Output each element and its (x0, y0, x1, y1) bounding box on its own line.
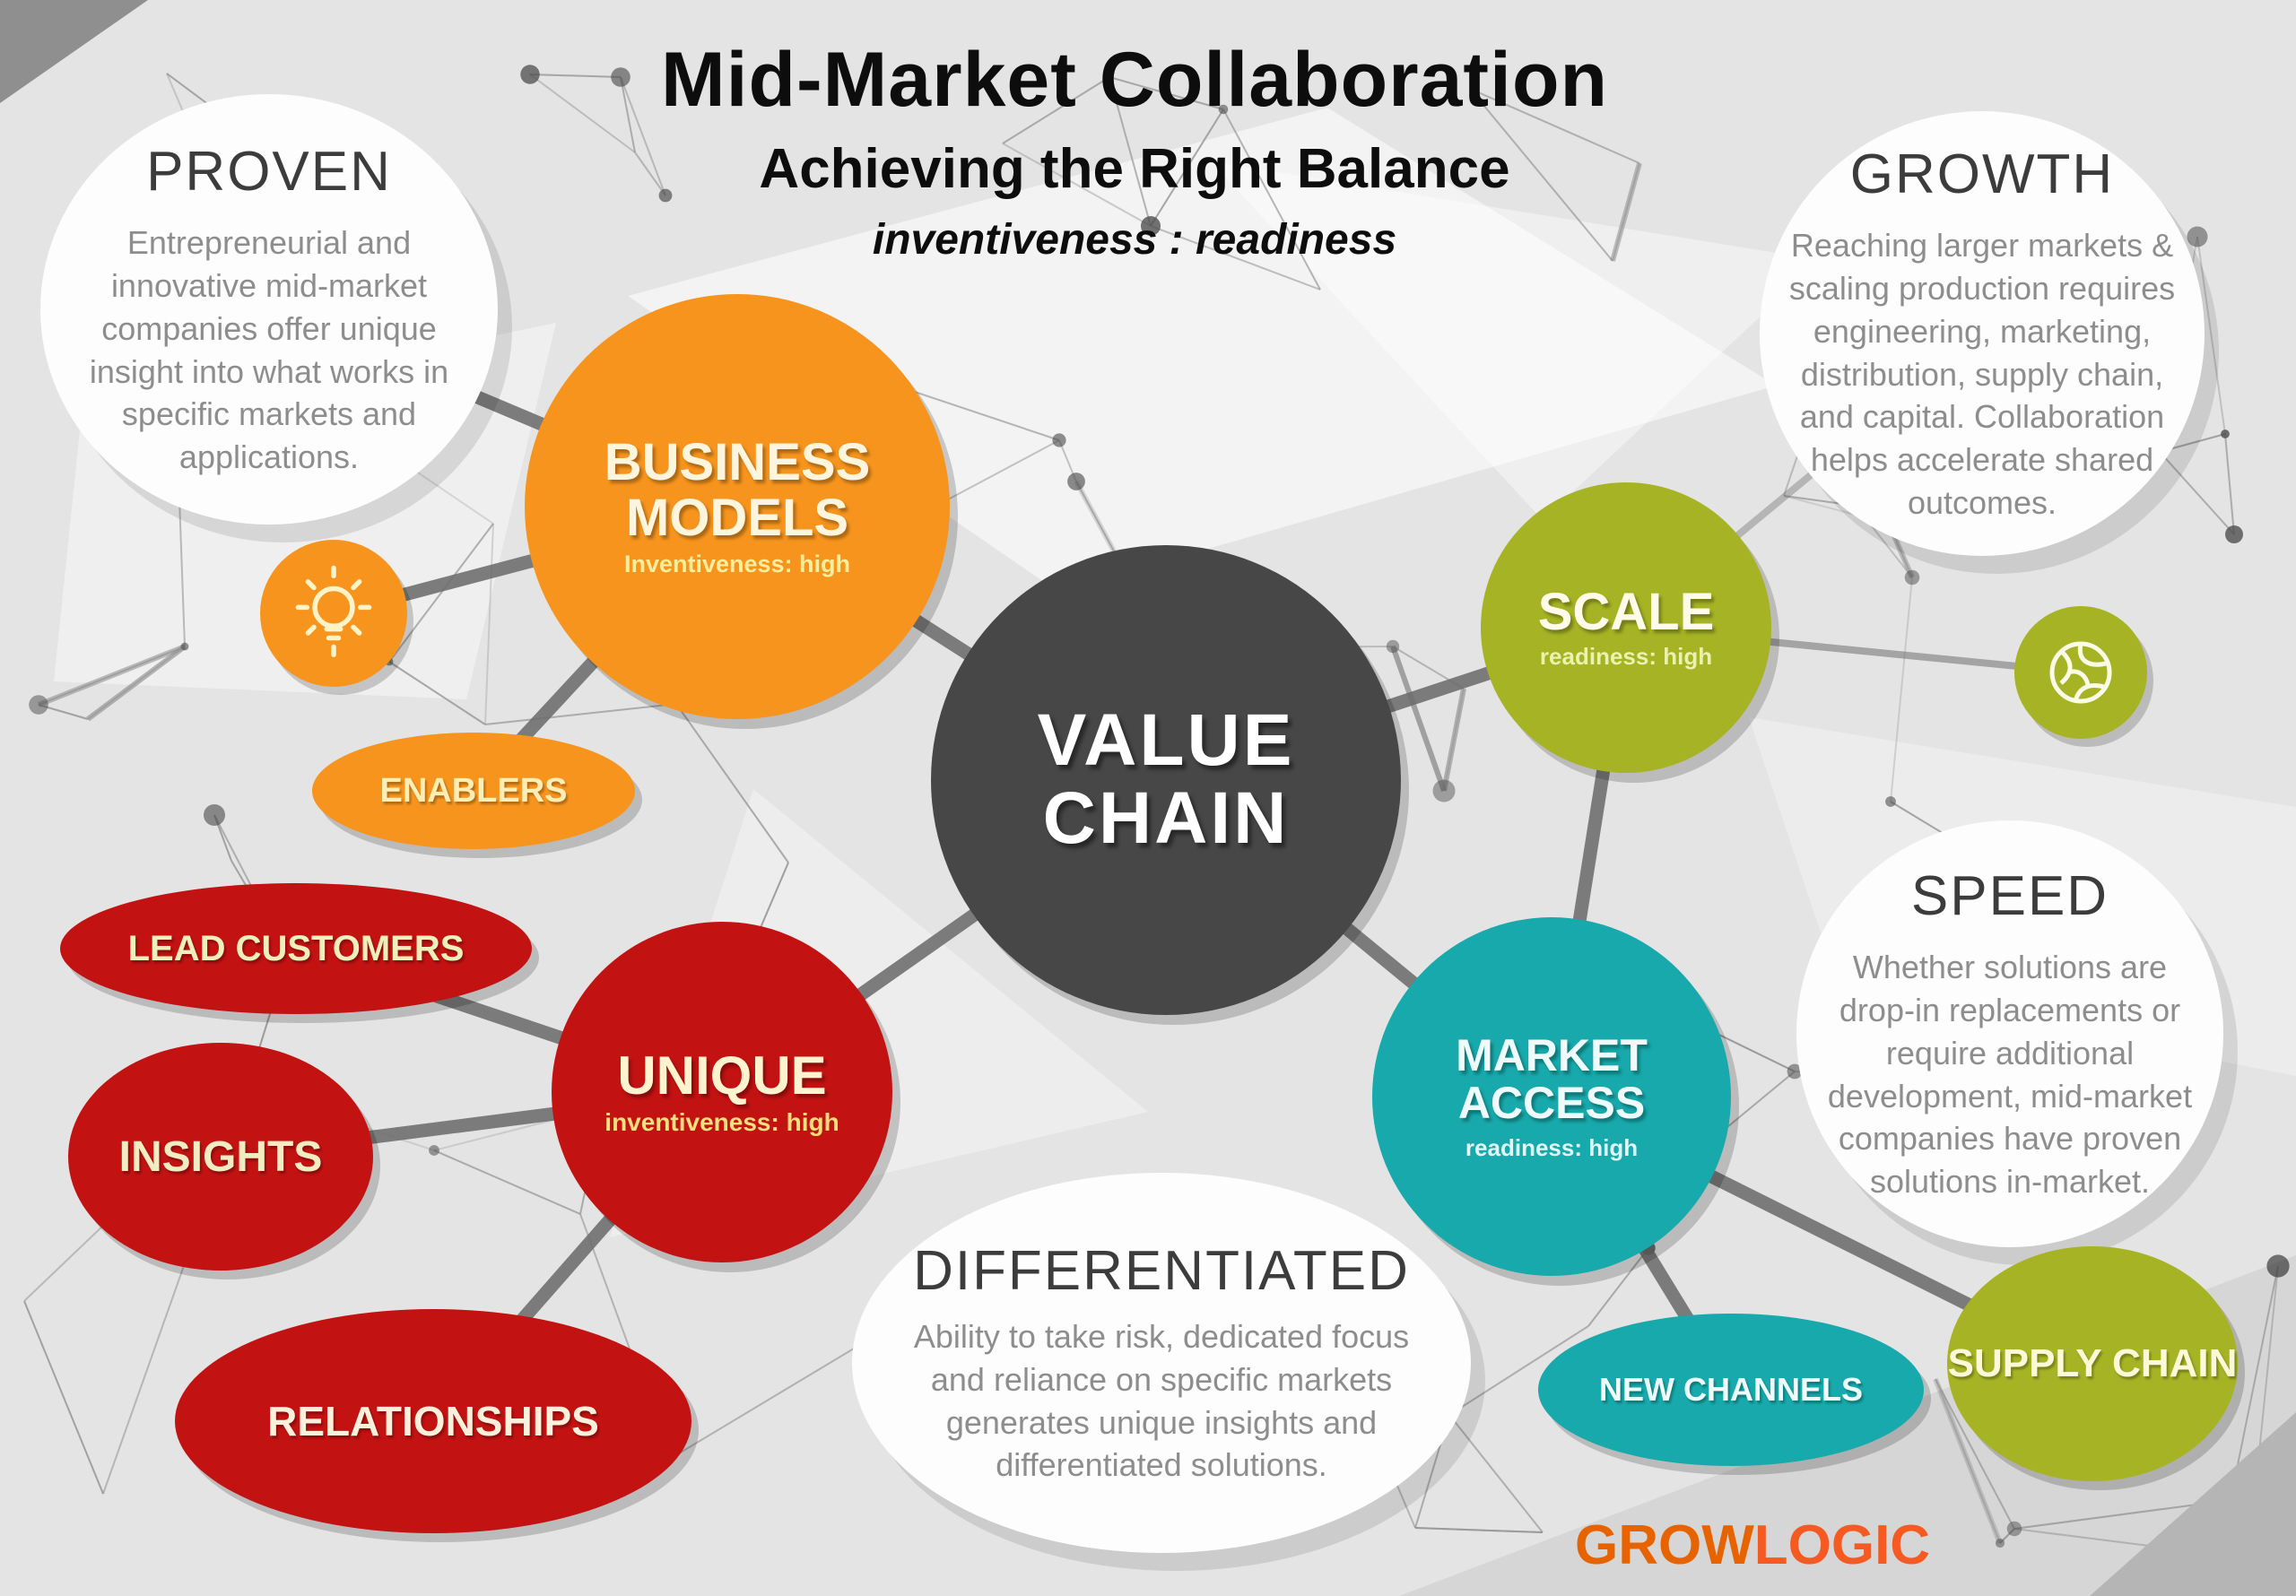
globe-badge (2014, 606, 2147, 739)
proven-body: Entrepreneurial and innovative mid-marke… (89, 223, 449, 476)
corner-wedge (2090, 1412, 2296, 1596)
pill-supply-chain: SUPPLY CHAIN (1947, 1246, 2238, 1481)
new-channels-label: NEW CHANNELS (1599, 1371, 1863, 1408)
lead-customers-label: LEAD CUSTOMERS (127, 928, 465, 968)
differentiated-title: DIFFERENTIATED (913, 1239, 1410, 1302)
market-access-subtitle: readiness: high (1465, 1133, 1639, 1161)
bubble-differentiated: DIFFERENTIATED Ability to take risk, ded… (852, 1173, 1471, 1553)
bubble-scale: SCALE readiness: high (1481, 482, 1771, 773)
globe-icon (2049, 641, 2112, 704)
logo-grow: GROW (1575, 1514, 1754, 1576)
pill-relationships: RELATIONSHIPS (175, 1309, 691, 1533)
business-models-title: BUSINESS MODELS (604, 433, 871, 547)
bubble-speed: SPEED Whether solutions are drop-in repl… (1796, 820, 2223, 1247)
proven-title: PROVEN (146, 140, 392, 203)
unique-title: UNIQUE (617, 1045, 827, 1106)
lightbulb-badge (260, 540, 407, 687)
speed-title: SPEED (1910, 864, 2109, 927)
pill-insights: INSIGHTS (68, 1043, 373, 1271)
bubble-market-access: MARKET ACCESS readiness: high (1372, 917, 1731, 1276)
scale-title: SCALE (1537, 582, 1715, 641)
lightbulb-icon (295, 565, 372, 657)
growlogic-logo: GROWLOGIC (1575, 1514, 1930, 1577)
bubble-unique: UNIQUE inventiveness: high (552, 922, 892, 1262)
page-subtitle: Achieving the Right Balance (759, 138, 1510, 200)
relationships-label: RELATIONSHIPS (267, 1398, 599, 1444)
market-access-title: MARKET ACCESS (1456, 1029, 1648, 1128)
page-tagline: inventiveness : readiness (872, 216, 1397, 264)
business-models-subtitle: Inventiveness: high (623, 550, 851, 577)
bubble-value-chain: VALUE CHAIN (931, 545, 1401, 1015)
headline: Mid-Market Collaboration Achieving the R… (552, 36, 1718, 265)
bubble-business-models: BUSINESS MODELS Inventiveness: high (525, 294, 950, 719)
growth-body: Reaching larger markets & scaling produc… (1788, 226, 2176, 522)
speed-body: Whether solutions are drop-in replacemen… (1827, 948, 2193, 1201)
enablers-label: ENABLERS (379, 771, 568, 810)
corner-wedge (0, 0, 148, 103)
insights-label: INSIGHTS (118, 1132, 323, 1181)
scale-subtitle: readiness: high (1539, 643, 1713, 671)
pill-lead-customers: LEAD CUSTOMERS (60, 883, 532, 1014)
logo-logic: LOGIC (1753, 1514, 1931, 1576)
differentiated-body: Ability to take risk, dedicated focus an… (913, 1317, 1410, 1484)
growth-title: GROWTH (1849, 143, 2115, 205)
pill-enablers: ENABLERS (312, 733, 635, 849)
supply-chain-label: SUPPLY CHAIN (1947, 1340, 2238, 1385)
unique-subtitle: inventiveness: high (604, 1107, 839, 1136)
value-chain-title: VALUE CHAIN (1037, 699, 1295, 859)
page-title: Mid-Market Collaboration (660, 37, 1609, 123)
bubble-proven: PROVEN Entrepreneurial and innovative mi… (40, 94, 498, 525)
white-patch (1211, 161, 1821, 520)
pill-new-channels: NEW CHANNELS (1538, 1314, 1924, 1466)
bubble-growth: GROWTH Reaching larger markets & scaling… (1760, 111, 2205, 556)
